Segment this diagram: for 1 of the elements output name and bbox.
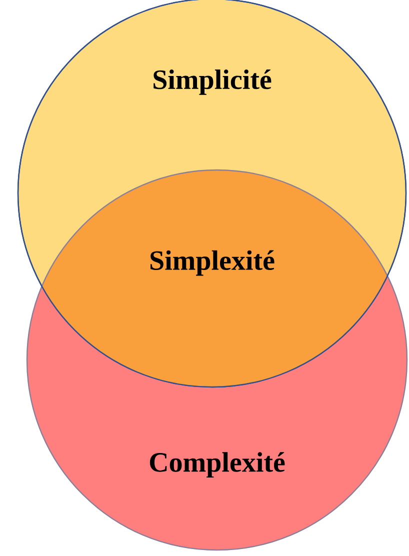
overlap-label: Simplexité [150,250,274,276]
